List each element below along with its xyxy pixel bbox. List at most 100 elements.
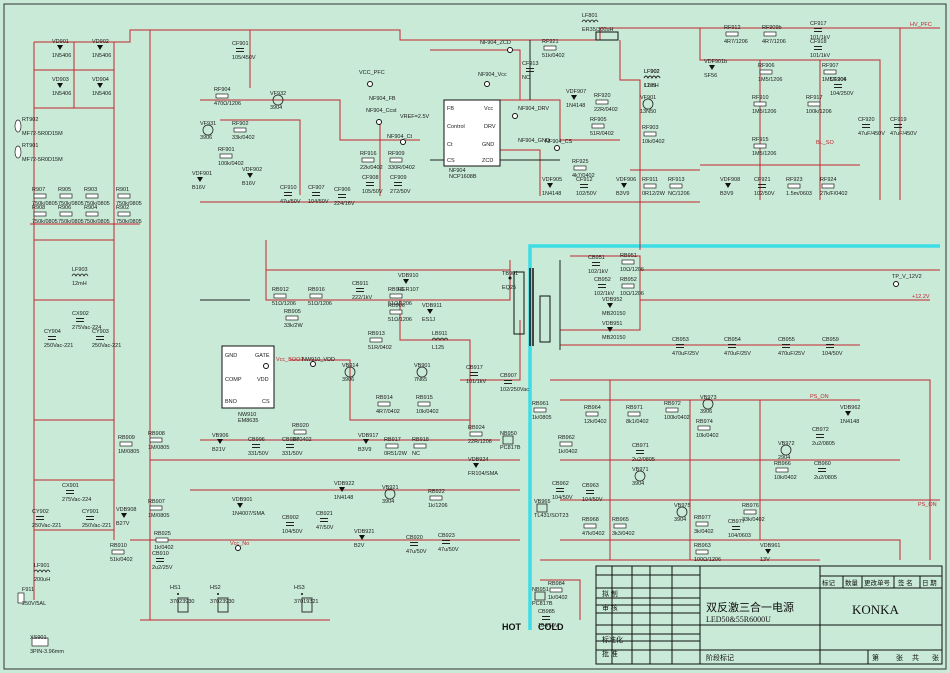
value-tb901: EQ25 xyxy=(502,285,516,291)
value-r906: 750k/0805 xyxy=(58,219,84,225)
value-hs1: 37023930 xyxy=(170,599,194,605)
symbol-vdb908 xyxy=(121,513,127,518)
value-cb985: 104/50V xyxy=(538,623,559,629)
symbol-rf902 xyxy=(233,127,247,133)
value-rf913: NC/1206 xyxy=(668,191,690,197)
ref-vdf901b: VDF901b xyxy=(704,59,727,65)
value-xs901: 3PIN-3.96mm xyxy=(30,649,64,655)
component-layer: VD9011N5406VD9021N5406VD9031N5406VD9041N… xyxy=(14,13,917,655)
ref-rb984: RB984 xyxy=(548,581,565,587)
value-cb977: 104/0603 xyxy=(728,533,751,539)
value-cf906: 224/16V xyxy=(334,201,355,207)
symbol-vb972 xyxy=(780,444,792,456)
ref-cf901: CF901 xyxy=(232,41,249,47)
symbol-rb925 xyxy=(155,537,169,543)
title-block: 拟 制 审 核 标准化 批 准 标记 数量 更改单号 签 名 日 期 双反激三合… xyxy=(595,565,943,665)
symbol-cf917 xyxy=(814,28,822,32)
ref-cb963: CB963 xyxy=(582,483,599,489)
value-cf921: 102/50V xyxy=(754,191,775,197)
ref-r906: R906 xyxy=(58,205,71,211)
value-rt901: MF72-5R0D15M xyxy=(22,157,63,163)
ref-rb952: RB952 xyxy=(620,277,637,283)
value-vdb921: B2V xyxy=(354,543,365,549)
ref-rb977: RB977 xyxy=(694,515,711,521)
ref-f911: F911 xyxy=(22,587,34,593)
symbol-cy902 xyxy=(36,516,44,520)
symbol-cb910 xyxy=(156,558,164,562)
value-cf907: 104/50V xyxy=(308,199,329,205)
value-rf904: 470Ω/1206 xyxy=(214,101,241,107)
value-rb965: 3k3/0402 xyxy=(612,531,635,537)
symbol-rf909b xyxy=(763,31,777,37)
symbol-cb911 xyxy=(356,288,364,292)
ref-rb920: RB920 xyxy=(292,423,309,429)
ic-pwm xyxy=(221,345,275,409)
hot-label: HOT xyxy=(502,622,522,632)
ref-cf919: CF919 xyxy=(890,117,907,123)
ref-cb910: CB910 xyxy=(152,551,169,557)
ref-rb912: RB912 xyxy=(272,287,289,293)
tb-sheet-word: 张 xyxy=(896,653,903,662)
symbol-f911 xyxy=(17,592,25,604)
ref-cb954: CB954 xyxy=(724,337,741,343)
ref-vdb901: VDB901 xyxy=(232,497,253,503)
value-rf917: 100k/1206 xyxy=(806,109,832,115)
ref-rb913: RB913 xyxy=(368,331,385,337)
ref-cf912: CF912 xyxy=(576,177,593,183)
tb-head-qty: 数量 xyxy=(845,578,859,587)
value-cb962: 104/50V xyxy=(552,495,573,501)
ic-pfc xyxy=(443,99,501,167)
value-vdf907: 1N4148 xyxy=(566,103,585,109)
value-cf909: 272/50V xyxy=(390,189,411,195)
ref-rb971: RB971 xyxy=(626,405,643,411)
value-cb960: 2u2/0805 xyxy=(814,475,837,481)
value-rb974: 10k/0402 xyxy=(696,433,719,439)
ref-cf907: CF907 xyxy=(308,185,325,191)
isolation-boundary xyxy=(528,244,940,630)
symbol-vdb961 xyxy=(765,549,771,554)
ref-rf920: RF920 xyxy=(594,93,611,99)
ref-vdf902: VDF902 xyxy=(242,167,262,173)
component-cf907: CF907 104/50V xyxy=(308,185,329,205)
value-nb950: PC817B xyxy=(500,445,521,451)
symbol-rf912 xyxy=(725,31,739,37)
symbol-vdb962 xyxy=(845,411,851,416)
symbol-rf925 xyxy=(573,165,587,171)
net-hv-pfc: HV_PFC xyxy=(910,22,932,28)
symbol-cf908 xyxy=(366,182,374,186)
ref-vb921: VB921 xyxy=(382,485,399,491)
symbol-xs901 xyxy=(31,637,49,647)
ref-r908: R908 xyxy=(32,205,45,211)
ref-vdb951: VDB951 xyxy=(602,321,623,327)
ref-cb971: CB971 xyxy=(632,443,649,449)
ref-cb953: CB953 xyxy=(672,337,689,343)
value-vdb951: MB20150 xyxy=(602,335,626,341)
net-nf-gnd: NF904_GND xyxy=(518,138,550,144)
value-cb996: 331/50V xyxy=(248,451,269,457)
value-vdf902: B16V xyxy=(242,181,256,187)
tb-row-approve: 批 准 xyxy=(602,649,618,658)
